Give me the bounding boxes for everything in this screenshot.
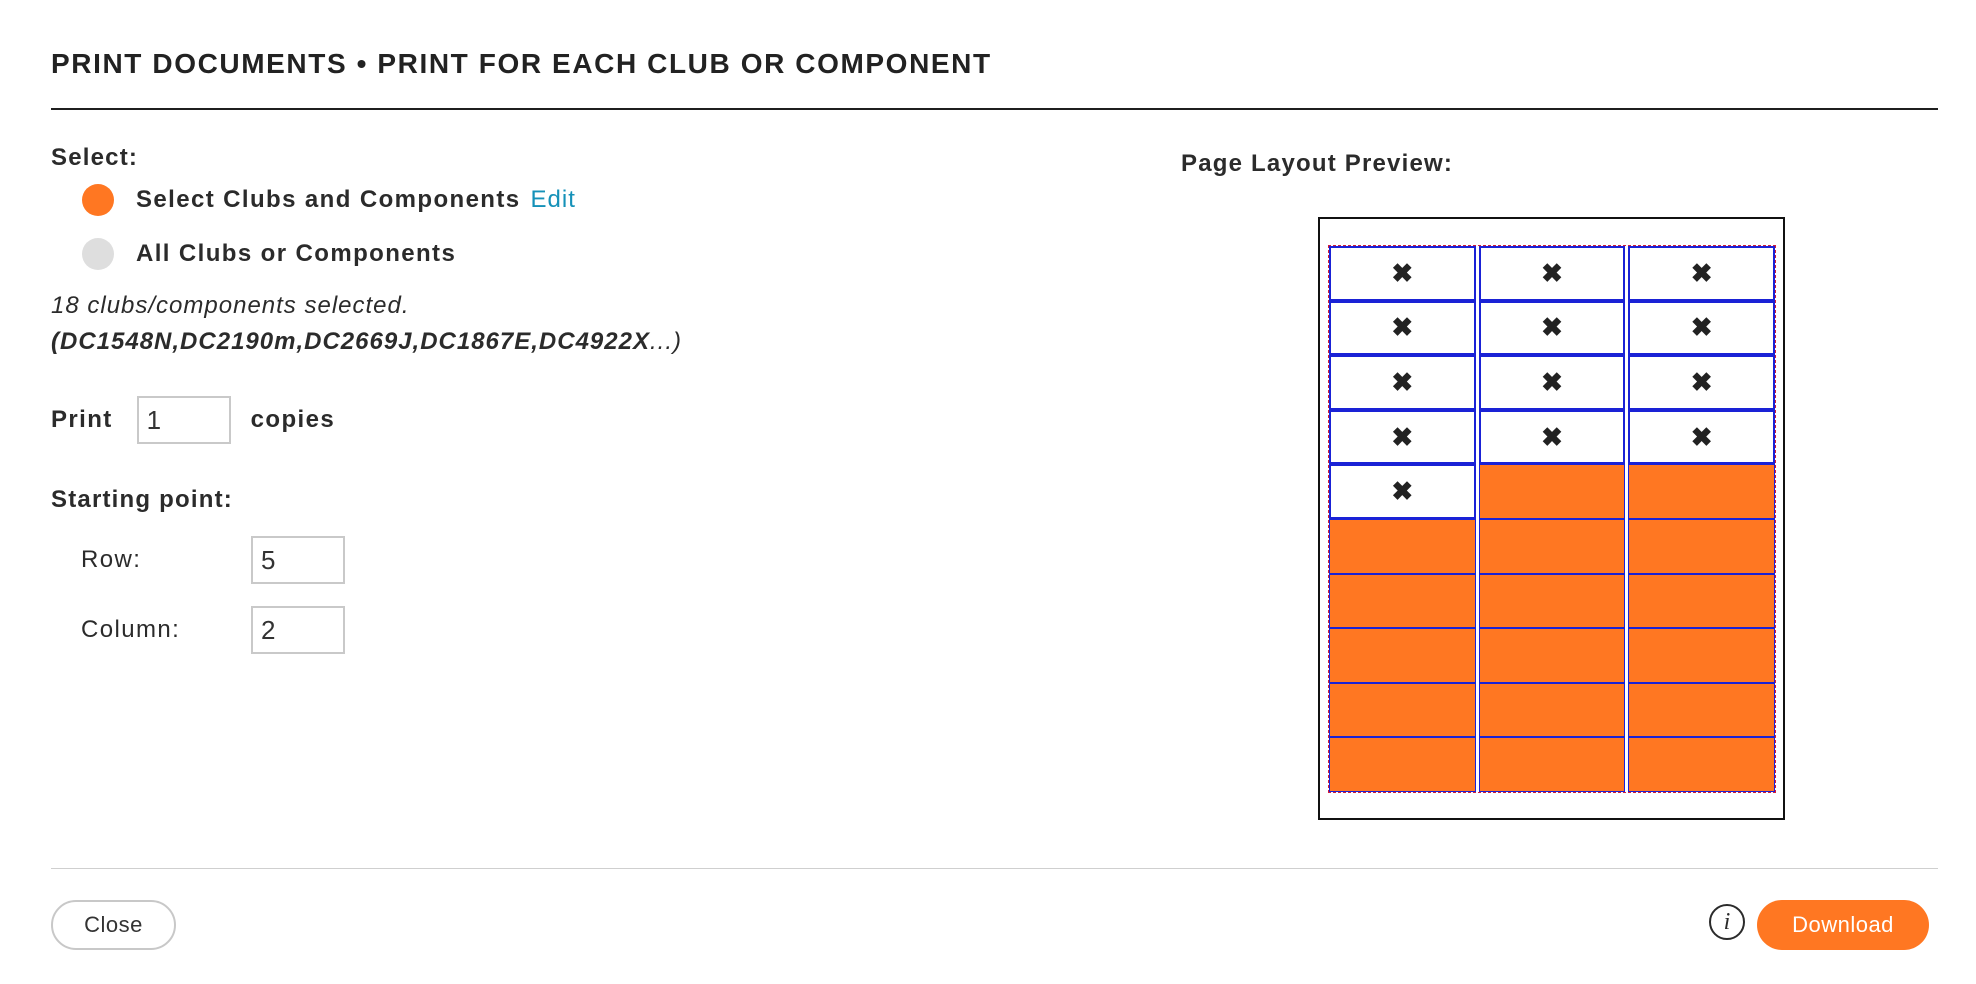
x-mark-icon: ✖ (1690, 421, 1713, 452)
print-label: Print (51, 406, 113, 433)
column-input[interactable] (251, 606, 345, 654)
label-cell-empty (1329, 628, 1476, 683)
selected-count: 18 clubs/components selected. (51, 292, 410, 319)
x-mark-icon: ✖ (1690, 257, 1713, 288)
label-cell-used: ✖ (1329, 246, 1476, 301)
radio-unselected-indicator[interactable] (82, 238, 114, 270)
label-cell-used: ✖ (1329, 355, 1476, 410)
page-layout-preview: ✖ ✖ ✖ ✖ ✖ ✖ ✖ ✖ ✖ ✖ ✖ ✖ ✖ (1318, 217, 1785, 820)
label-cell-empty (1628, 518, 1775, 574)
starting-point-label: Starting point: (51, 486, 233, 513)
row-label: Row: (81, 546, 142, 573)
label-cell-empty (1329, 682, 1476, 738)
x-mark-icon: ✖ (1541, 312, 1563, 343)
edit-link[interactable]: Edit (530, 186, 576, 213)
label-cell-used: ✖ (1628, 246, 1775, 301)
x-mark-icon: ✖ (1391, 257, 1414, 288)
x-mark-icon: ✖ (1541, 257, 1563, 288)
x-mark-icon: ✖ (1391, 476, 1414, 507)
x-mark-icon: ✖ (1541, 366, 1563, 397)
info-icon[interactable]: i (1709, 904, 1745, 940)
label-cell-empty (1478, 628, 1626, 683)
label-cell-empty (1628, 737, 1775, 792)
x-mark-icon: ✖ (1690, 366, 1713, 397)
label-cell-used: ✖ (1478, 409, 1626, 465)
label-cell-used: ✖ (1478, 300, 1626, 356)
selection-summary: 18 clubs/components selected. (DC1548N,D… (51, 288, 682, 360)
copies-label: copies (250, 406, 336, 433)
radio-label-all-clubs: All Clubs or Components (136, 240, 457, 267)
close-button[interactable]: Close (51, 900, 176, 950)
label-cell-used: ✖ (1628, 409, 1775, 465)
select-label: Select: (51, 144, 139, 171)
page-layout-preview-label: Page Layout Preview: (1181, 150, 1454, 177)
label-sheet: ✖ ✖ ✖ ✖ ✖ ✖ ✖ ✖ ✖ ✖ ✖ ✖ ✖ (1328, 245, 1776, 793)
label-cell-empty (1628, 628, 1775, 683)
x-mark-icon: ✖ (1541, 421, 1563, 452)
radio-selected-indicator[interactable] (82, 184, 114, 216)
label-cell-used: ✖ (1628, 300, 1775, 356)
print-copies-row: Print copies (51, 396, 335, 444)
radio-all-clubs[interactable]: All Clubs or Components (82, 238, 456, 270)
ids-list: DC1548N,DC2190m,DC2669J,DC1867E,DC4922X (60, 328, 650, 355)
label-cell-empty (1478, 737, 1626, 792)
radio-select-clubs[interactable]: Select Clubs and Components Edit (82, 184, 576, 216)
label-cell-used: ✖ (1628, 355, 1775, 410)
label-cell-used: ✖ (1329, 409, 1476, 465)
label-cell-empty (1329, 518, 1476, 574)
label-cell-used: ✖ (1478, 355, 1626, 410)
footer-divider (51, 868, 1938, 869)
label-cell-used: ✖ (1329, 300, 1476, 356)
ids-open: ( (51, 328, 60, 355)
download-button[interactable]: Download (1757, 900, 1929, 950)
x-mark-icon: ✖ (1690, 312, 1713, 343)
label-cell-empty (1329, 737, 1476, 792)
dialog-title: PRINT DOCUMENTS • PRINT FOR EACH CLUB OR… (51, 48, 992, 79)
title-divider (51, 108, 1938, 110)
label-cell-empty (1628, 464, 1775, 519)
label-cell-empty (1478, 464, 1626, 519)
x-mark-icon: ✖ (1391, 312, 1414, 343)
label-cell-empty (1478, 518, 1626, 574)
selected-ids: (DC1548N,DC2190m,DC2669J,DC1867E,DC4922X… (51, 324, 682, 360)
label-cell-used: ✖ (1329, 464, 1476, 519)
column-field: Column: (81, 606, 345, 654)
ids-close: ...) (649, 328, 682, 355)
label-cell-empty (1628, 573, 1775, 629)
copies-input[interactable] (136, 396, 231, 444)
label-cell-empty (1478, 682, 1626, 738)
x-mark-icon: ✖ (1391, 366, 1414, 397)
label-cell-empty (1628, 682, 1775, 738)
x-mark-icon: ✖ (1391, 421, 1414, 452)
radio-label-select-clubs: Select Clubs and Components (136, 186, 521, 213)
row-field: Row: (81, 536, 345, 584)
label-cell-empty (1478, 573, 1626, 629)
row-input[interactable] (251, 536, 345, 584)
column-label: Column: (81, 616, 181, 643)
label-cell-used: ✖ (1478, 246, 1626, 301)
label-cell-empty (1329, 573, 1476, 629)
